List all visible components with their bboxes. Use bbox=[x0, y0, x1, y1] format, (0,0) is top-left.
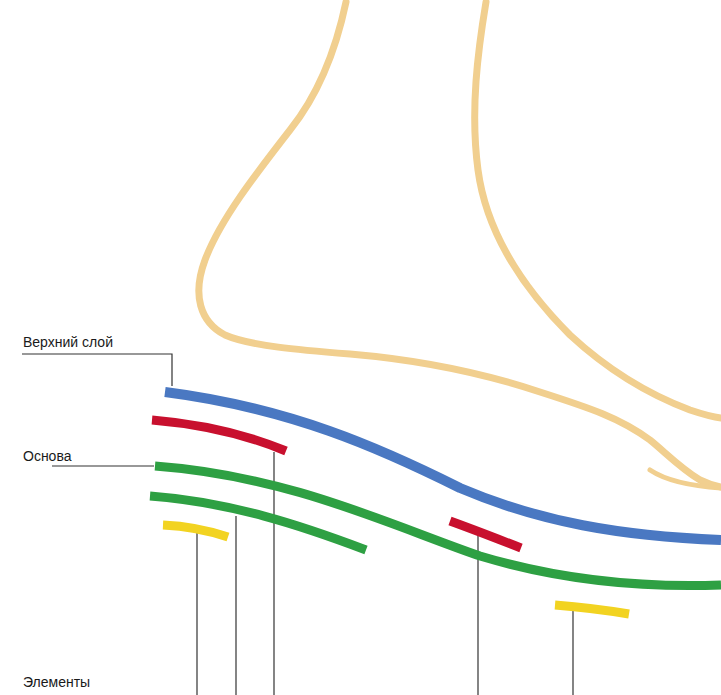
layer-label: Верхний слой bbox=[22, 334, 114, 350]
leader-line bbox=[22, 354, 172, 386]
insert-element bbox=[450, 521, 521, 548]
leader-line bbox=[196, 533, 197, 695]
leader-line bbox=[572, 611, 573, 695]
elements-label: Элементы bbox=[22, 674, 91, 690]
toe-line bbox=[650, 470, 721, 488]
support-element bbox=[163, 525, 228, 537]
insert-element bbox=[152, 420, 286, 451]
top-layer bbox=[165, 392, 721, 540]
leader-line bbox=[235, 516, 236, 695]
leader-line bbox=[52, 465, 154, 466]
base-layer-insert bbox=[150, 496, 366, 550]
support-element bbox=[555, 605, 629, 614]
layer-label: Основа bbox=[22, 448, 72, 464]
insole-layers bbox=[150, 392, 721, 614]
instep-line bbox=[475, 2, 721, 418]
base-layer bbox=[155, 466, 721, 586]
leader-lines bbox=[22, 354, 573, 695]
